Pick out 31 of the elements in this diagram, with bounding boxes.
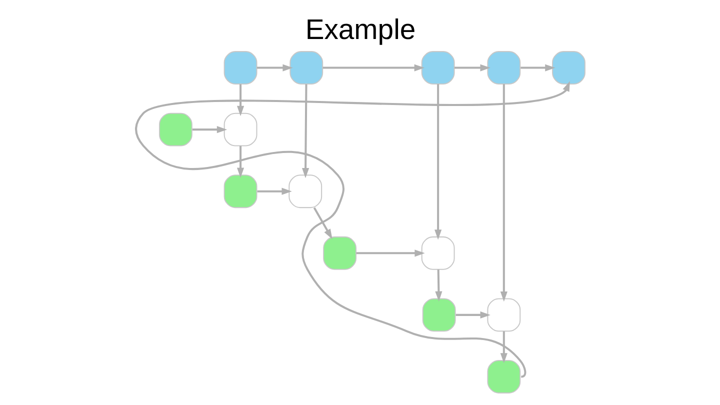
arrow — [520, 64, 555, 72]
arrow — [454, 64, 490, 72]
arrow — [256, 188, 292, 195]
arrow — [455, 311, 490, 318]
node-box — [322, 236, 356, 270]
node-box — [223, 112, 257, 146]
node-box — [422, 298, 456, 332]
arrow — [500, 84, 507, 302]
node-box — [158, 112, 192, 146]
node-box — [223, 174, 257, 208]
arrow — [500, 331, 507, 364]
arrow — [434, 270, 442, 302]
node-box — [223, 51, 257, 84]
arrow — [192, 126, 227, 134]
arrow — [236, 84, 244, 116]
arrow — [434, 84, 442, 240]
node-box — [486, 360, 520, 394]
arrow — [256, 64, 292, 72]
node-box — [420, 51, 454, 84]
arrow — [312, 207, 332, 240]
arrow — [236, 146, 244, 178]
diagram-title: Example — [304, 14, 416, 46]
node-box — [486, 298, 520, 332]
node-box — [552, 51, 585, 84]
node-box — [288, 174, 322, 208]
arrow — [322, 64, 424, 72]
arrow — [356, 250, 424, 257]
node-box — [486, 51, 520, 84]
node-box — [289, 51, 323, 84]
node-box — [420, 236, 454, 270]
arrow — [302, 84, 309, 178]
